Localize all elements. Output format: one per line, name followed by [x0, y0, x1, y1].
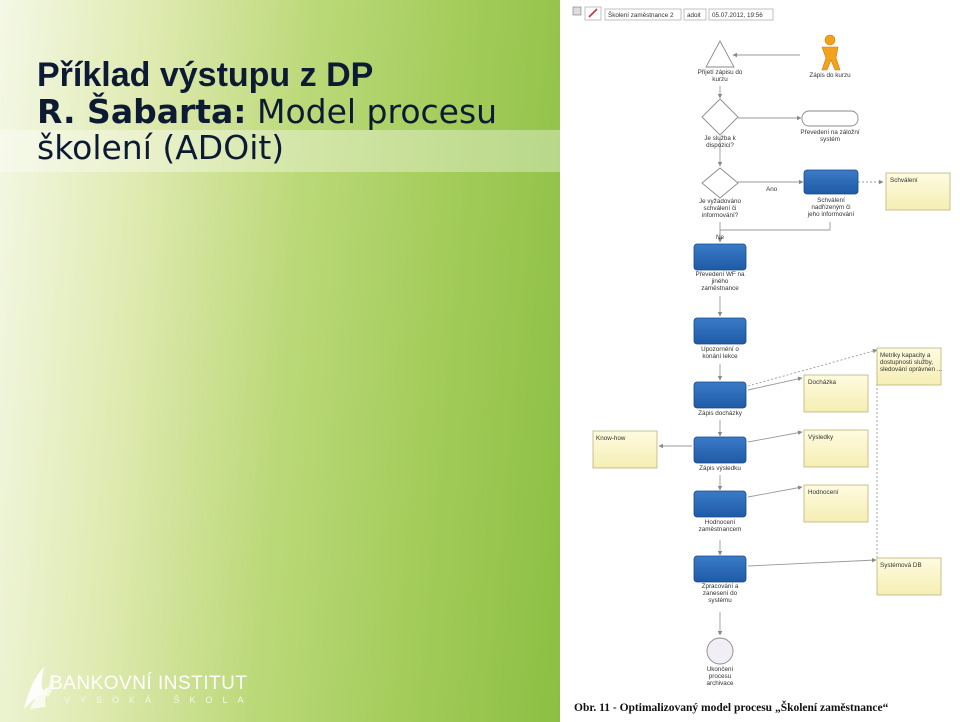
- task5-shape: [693, 490, 747, 518]
- start-triangle-icon: [705, 40, 735, 68]
- logo-bird-icon: [24, 667, 53, 709]
- task-attendance[interactable]: Zápis docházky: [693, 381, 747, 417]
- attendance-doc-label: Docházka: [808, 379, 836, 386]
- task2-shape: [693, 317, 747, 345]
- title-line-3: školení (ADOit): [37, 128, 285, 167]
- knowhow-doc-shape: [592, 430, 658, 469]
- toolbar-user: adoit: [687, 12, 701, 19]
- decision-diamond-icon: [701, 98, 739, 136]
- task1-shape: [693, 243, 747, 271]
- task4-label: Zápis výsledku: [699, 465, 741, 472]
- decision-diamond-icon: [701, 167, 739, 199]
- attendance-doc-shape: [803, 374, 869, 413]
- rating-document[interactable]: Hodnocení: [803, 484, 869, 523]
- title-author: R. Šabarta:: [37, 92, 247, 131]
- figure-caption: Obr. 11 - Optimalizovaný model procesu „…: [574, 702, 889, 714]
- connector-task6-sysdb: [747, 557, 877, 567]
- backup-shape: [801, 110, 859, 127]
- connector-approval-task1: [717, 222, 831, 243]
- slide-title: Příklad výstupu z DP R. Šabarta: Model p…: [37, 58, 557, 164]
- toolbar-model-field[interactable]: [604, 8, 682, 21]
- approval-doc-label: Schválení: [890, 177, 918, 184]
- approval-doc-shape: [885, 172, 951, 211]
- yes-label: Ano: [766, 186, 778, 193]
- slide-title-panel: Příklad výstupu z DP R. Šabarta: Model p…: [0, 0, 560, 722]
- diagram-toolbar: Školení zaměstnance 2 adoit 05.07.2012, …: [572, 6, 774, 21]
- task-result[interactable]: Zápis výsledku: [693, 436, 747, 472]
- task3-shape: [693, 381, 747, 409]
- task4-shape: [693, 436, 747, 464]
- no-label: Ne: [716, 234, 725, 241]
- actor[interactable]: Zápis do kurzu: [809, 34, 851, 79]
- results-doc-label: Výsledky: [808, 434, 834, 441]
- pen-icon: [588, 8, 598, 18]
- title-line-2-rest: Model procesu: [246, 92, 498, 131]
- sysdb-document[interactable]: Systémová DB: [876, 557, 942, 596]
- diagram-connectors: [658, 52, 884, 636]
- logo-name: BANKOVNÍ INSTITUT: [50, 673, 248, 694]
- sysdb-doc-shape: [876, 557, 942, 596]
- knowhow-doc-label: Know-how: [596, 435, 626, 442]
- process-model-diagram: Školení zaměstnance 2 adoit 05.07.2012, …: [572, 6, 951, 687]
- actor-label: Zápis do kurzu: [809, 72, 851, 79]
- toolbar-menu-icon[interactable]: [572, 6, 582, 16]
- results-document[interactable]: Výsledky: [803, 429, 869, 468]
- toolbar-date: 05.07.2012, 19:56: [712, 12, 763, 19]
- process-diagram-panel: Školení zaměstnance 2 adoit 05.07.2012, …: [560, 0, 960, 722]
- approval-document[interactable]: Schválení: [885, 172, 951, 211]
- title-line-2: R. Šabarta: Model procesu: [37, 95, 557, 128]
- toolbar-user-field[interactable]: [683, 8, 707, 21]
- rating-doc-label: Hodnocení: [808, 489, 839, 496]
- connector-task5-rating: [747, 485, 803, 498]
- person-icon: [821, 34, 841, 71]
- task3-label: Zápis docházky: [698, 410, 743, 417]
- end-circle-icon: [706, 637, 734, 665]
- results-doc-shape: [803, 429, 869, 468]
- attendance-document[interactable]: Docházka: [803, 374, 869, 413]
- toolbar-model-name: Školení zaměstnance 2: [608, 10, 674, 19]
- sysdb-doc-label: Systémová DB: [880, 562, 922, 569]
- logo-subtitle: VYSOKÁ ŠKOLA: [64, 695, 254, 705]
- metrics-doc-shape: [876, 347, 942, 386]
- toolbar-date-field[interactable]: [708, 8, 774, 21]
- title-line-1: Příklad výstupu z DP: [37, 56, 374, 94]
- bankovni-institut-logo: [24, 667, 53, 709]
- connector-task4-results: [747, 430, 803, 443]
- rating-doc-shape: [803, 484, 869, 523]
- task6-shape: [693, 555, 747, 583]
- knowhow-document[interactable]: Know-how: [592, 430, 658, 469]
- title-stripe: [0, 130, 560, 172]
- connector-task3-attendance: [747, 376, 803, 391]
- approval-task-shape: [803, 169, 859, 195]
